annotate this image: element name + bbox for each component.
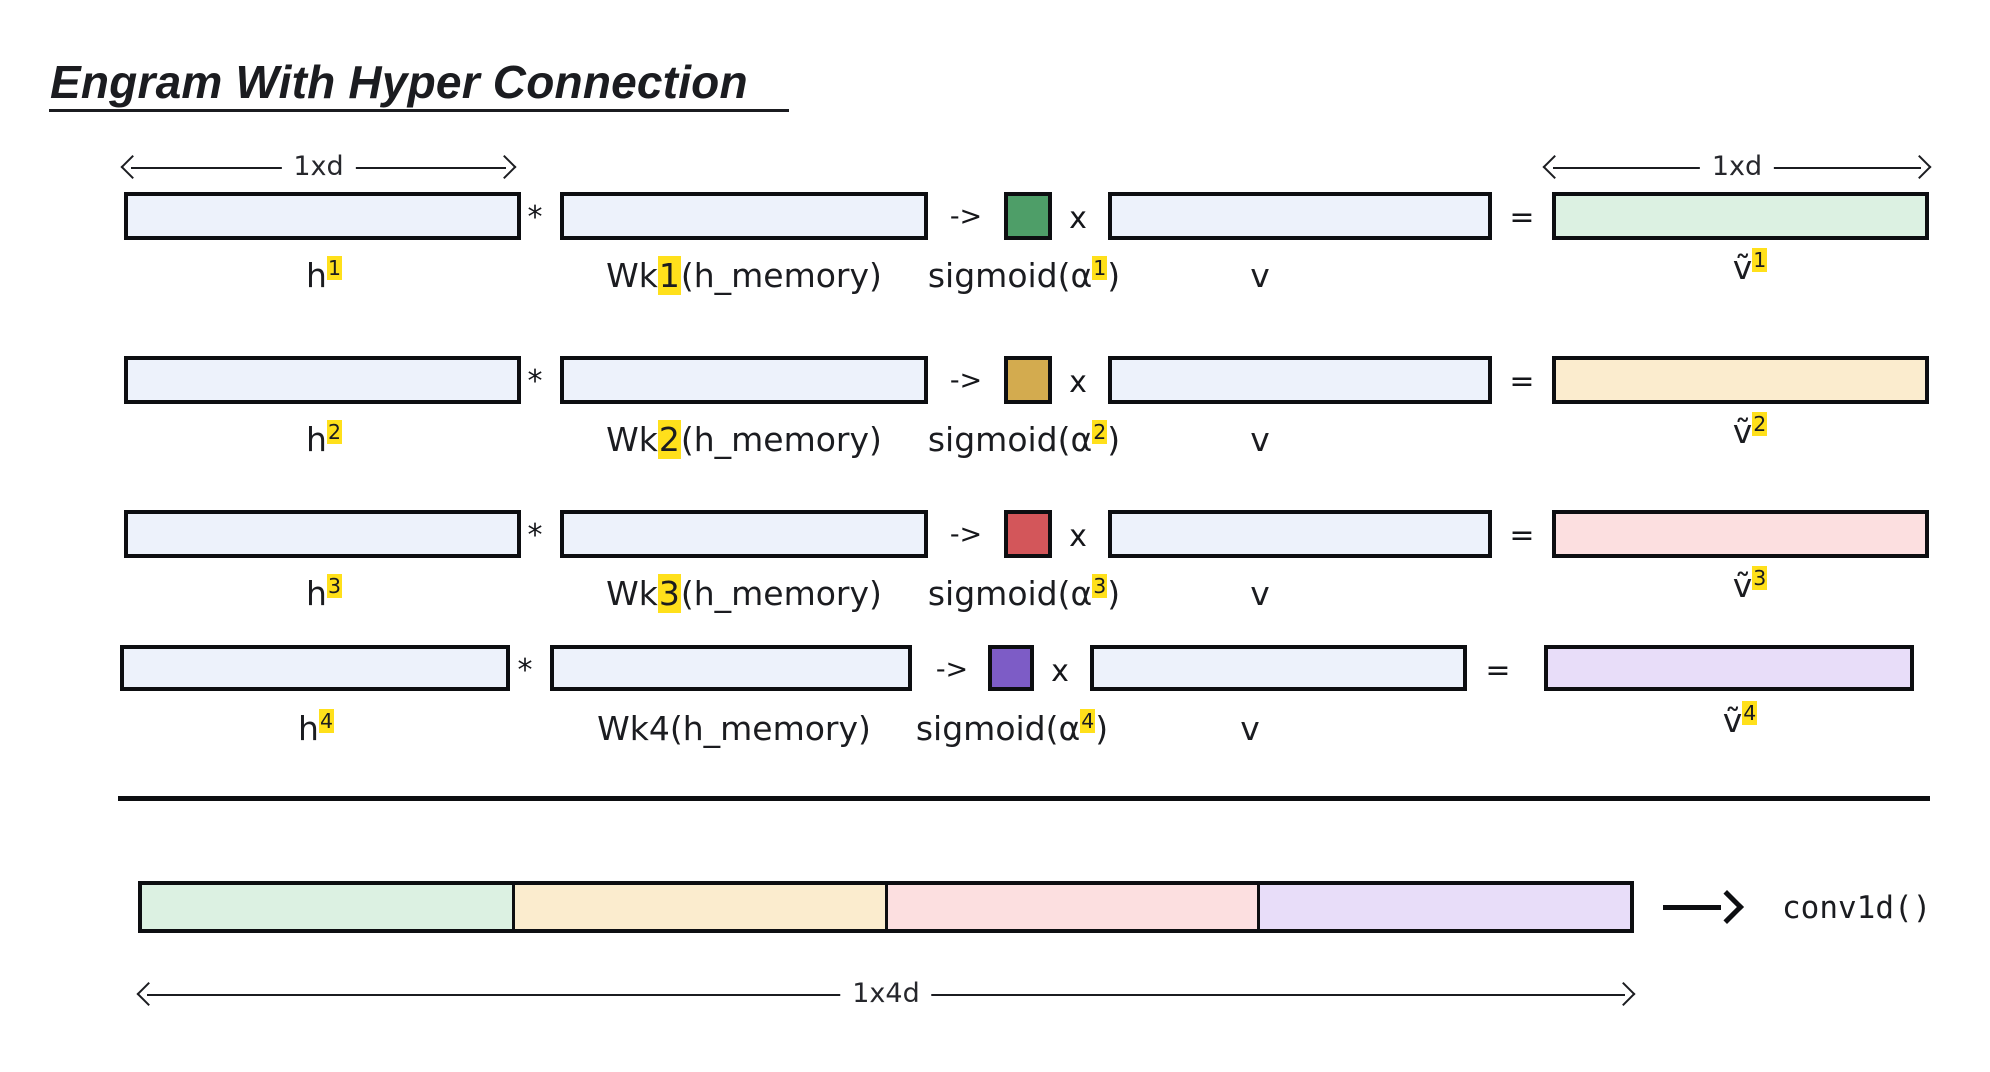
v-vector-box-2[interactable] (1108, 356, 1492, 404)
v-label-2: v (1250, 420, 1270, 459)
wk-label-4: Wk4(h_memory) (597, 709, 871, 748)
dimension-label: 1xd (281, 150, 356, 184)
arrow-operator-2: -> (949, 365, 983, 396)
v-vector-box-1[interactable] (1108, 192, 1492, 240)
h-vector-box-3[interactable] (124, 510, 521, 558)
arrow-shaft (1663, 905, 1721, 910)
arrowhead-left-icon (1542, 154, 1567, 180)
arrow-operator-1: -> (949, 201, 983, 232)
dimension-arrow-bottom-1x4d: 1x4d (136, 977, 1636, 1011)
page-title: Engram With Hyper Connection (50, 56, 748, 108)
wk-label-3: Wk3(h_memory) (606, 574, 882, 613)
result-label-3: ṽ3 (1732, 566, 1768, 605)
v-vector-box-4[interactable] (1090, 645, 1467, 691)
result-vector-box-3[interactable] (1552, 510, 1929, 558)
gate-square-2[interactable] (1004, 356, 1052, 404)
concat-segment-2[interactable] (514, 885, 888, 929)
sigmoid-label-3: sigmoid(α3) (927, 574, 1121, 613)
arrowhead-left-icon (136, 981, 161, 1007)
wk-vector-box-4[interactable] (550, 645, 912, 691)
gate-square-3[interactable] (1004, 510, 1052, 558)
concat-segment-3[interactable] (887, 885, 1261, 929)
h-vector-box-2[interactable] (124, 356, 521, 404)
multiply-operator-1: * (527, 200, 543, 235)
h-vector-box-4[interactable] (120, 645, 510, 691)
concatenated-vector-bar[interactable] (138, 881, 1634, 933)
wk-label-2: Wk2(h_memory) (606, 420, 882, 459)
result-vector-box-2[interactable] (1552, 356, 1929, 404)
conv1d-label: conv1d() (1782, 890, 1932, 926)
v-label-4: v (1240, 709, 1260, 748)
wk-vector-box-2[interactable] (560, 356, 928, 404)
arrow-operator-3: -> (949, 519, 983, 550)
v-vector-box-3[interactable] (1108, 510, 1492, 558)
arrowhead-right-icon (1611, 981, 1636, 1007)
concat-segment-4[interactable] (1260, 885, 1630, 929)
sigmoid-label-1: sigmoid(α1) (927, 256, 1121, 295)
times-operator-1: x (1069, 201, 1087, 236)
sigmoid-label-2: sigmoid(α2) (927, 420, 1121, 459)
times-operator-2: x (1069, 365, 1087, 400)
h-vector-box-1[interactable] (124, 192, 521, 240)
title-underline (49, 109, 789, 112)
dimension-arrow-right-1xd: 1xd (1542, 150, 1932, 184)
multiply-operator-2: * (527, 364, 543, 399)
gate-square-1[interactable] (1004, 192, 1052, 240)
dimension-label: 1xd (1699, 150, 1775, 184)
equals-operator-1: = (1509, 200, 1535, 235)
times-operator-4: x (1051, 654, 1069, 689)
result-vector-box-1[interactable] (1552, 192, 1929, 240)
arrow-operator-4: -> (935, 654, 969, 685)
result-label-2: ṽ2 (1732, 412, 1768, 451)
times-operator-3: x (1069, 519, 1087, 554)
arrowhead-left-icon (120, 154, 145, 180)
arrowhead-right-icon (492, 154, 517, 180)
h-label-2: h2 (306, 420, 342, 459)
wk-vector-box-1[interactable] (560, 192, 928, 240)
multiply-operator-3: * (527, 518, 543, 553)
gate-square-4[interactable] (988, 645, 1034, 691)
dimension-arrow-left-1xd: 1xd (120, 150, 517, 184)
section-divider (118, 796, 1930, 801)
wk-label-1: Wk1(h_memory) (606, 256, 882, 295)
result-label-1: ṽ1 (1732, 248, 1768, 287)
h-label-1: h1 (306, 256, 342, 295)
equals-operator-3: = (1509, 518, 1535, 553)
v-label-1: v (1250, 256, 1270, 295)
equals-operator-4: = (1485, 653, 1511, 688)
result-label-4: ṽ4 (1722, 701, 1758, 740)
equals-operator-2: = (1509, 364, 1535, 399)
h-label-4: h4 (298, 709, 334, 748)
arrowhead-right-icon (1710, 890, 1744, 924)
sigmoid-label-4: sigmoid(α4) (915, 709, 1109, 748)
h-label-3: h3 (306, 574, 342, 613)
wk-vector-box-3[interactable] (560, 510, 928, 558)
concat-segment-1[interactable] (142, 885, 515, 929)
multiply-operator-4: * (517, 653, 533, 688)
arrowhead-right-icon (1907, 154, 1932, 180)
v-label-3: v (1250, 574, 1270, 613)
dimension-label: 1x4d (840, 977, 932, 1011)
result-vector-box-4[interactable] (1544, 645, 1914, 691)
conv-arrow-icon (1663, 890, 1744, 924)
